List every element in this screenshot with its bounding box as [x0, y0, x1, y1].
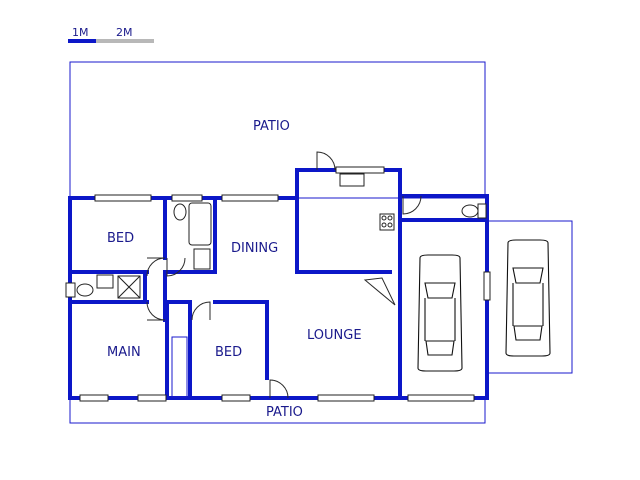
label-patio-bottom: PATIO [266, 405, 303, 420]
scale-bar: 1M 2M [68, 26, 154, 43]
label-patio-top: PATIO [253, 119, 290, 134]
bath-basin [193, 248, 211, 270]
label-main: MAIN [107, 345, 141, 360]
carport-boundary [487, 220, 573, 374]
scale-label-1m: 1M [72, 26, 89, 39]
label-bed-2: BED [215, 345, 242, 360]
cistern-3 [477, 203, 487, 219]
label-lounge: LOUNGE [307, 328, 362, 343]
toilet-2 [76, 283, 94, 297]
kitchen-sink [339, 173, 365, 187]
scale-segment-light [96, 39, 154, 43]
toilet-1 [173, 203, 187, 221]
patio-bottom-boundary [69, 398, 486, 424]
car-garage-icon [417, 254, 463, 372]
toilet-3 [461, 204, 479, 218]
doors [146, 151, 422, 399]
label-bed-1: BED [107, 231, 134, 246]
passage-cupboard [171, 336, 188, 398]
windows [79, 166, 491, 402]
bathtub [188, 202, 212, 246]
fixtures [65, 173, 487, 299]
car-carport-icon [505, 239, 551, 357]
scale-segment-dark [68, 39, 96, 43]
scale-label-2m: 2M [116, 26, 133, 39]
cistern-2 [65, 282, 76, 298]
ensuite-basin [96, 274, 114, 289]
room-labels: PATIO BED DINING MAIN BED LOUNGE PATIO [107, 119, 362, 420]
walls [68, 168, 489, 400]
label-dining: DINING [231, 241, 278, 256]
